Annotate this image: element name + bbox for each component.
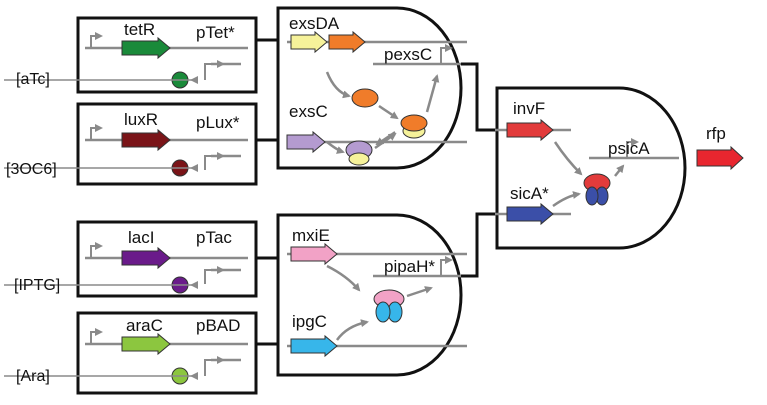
exsD-gene-arrow xyxy=(290,30,328,54)
ara-input-label: [Ara] xyxy=(16,368,50,385)
lac-sensor-box xyxy=(4,220,258,298)
exsC-gene-arrow xyxy=(286,130,326,154)
tet-promoter-arrow-2 xyxy=(204,60,225,80)
lac-promoter-arrow-2 xyxy=(204,266,225,284)
gate1-promoter-arrow xyxy=(440,44,453,64)
gate1-and-gate xyxy=(276,6,467,170)
lacI-gene-label: lacI xyxy=(128,228,154,247)
pexsC-promoter-label: pexsC xyxy=(384,45,432,64)
tetR-gene-label: tetR xyxy=(124,20,155,39)
invF-gene-label: invF xyxy=(513,99,545,118)
gate1-output-connector xyxy=(461,62,497,132)
gate2-and-gate xyxy=(276,213,467,377)
pBAD-promoter-label: pBAD xyxy=(196,316,240,335)
exsA-protein-complex xyxy=(400,114,428,132)
luxR-gene-label: luxR xyxy=(124,110,158,129)
gate2-flow-ipgC xyxy=(335,319,369,341)
mxiE-gene-arrow xyxy=(290,242,338,266)
rfp-output-label: rfp xyxy=(706,124,726,143)
lux-promoter-arrow-2 xyxy=(204,152,225,170)
sicA-protein-right xyxy=(585,186,599,206)
bad-sensor-frame xyxy=(76,311,258,395)
lac-promoter-arrow-1 xyxy=(90,242,103,258)
pTac-promoter-label: pTac xyxy=(196,228,232,247)
lacI-gene-arrow xyxy=(121,246,171,270)
bad-promoter-arrow-2 xyxy=(204,356,225,376)
pipaH-promoter-label: pipaH* xyxy=(384,257,435,276)
gate2-promoter-arrow xyxy=(440,256,453,276)
araC-gene-arrow xyxy=(121,332,171,356)
iptg-input-label: [IPTG] xyxy=(14,277,60,294)
gate3-and-gate xyxy=(495,86,687,250)
gate2-flow-mxiE xyxy=(326,264,361,292)
gate1-flow-exsC xyxy=(326,141,345,154)
mxiE-gene-label: mxiE xyxy=(292,226,330,245)
gate1-flow-activate xyxy=(425,74,440,113)
exsA-protein xyxy=(351,88,379,108)
sicA-gene-arrow xyxy=(506,202,554,226)
tetR-gene-arrow xyxy=(121,36,171,60)
invF-gene-arrow xyxy=(506,118,554,142)
ooc-input-label: [3OC6] xyxy=(6,161,57,178)
rfp-output-arrow xyxy=(696,145,744,171)
gate1-flow-complex xyxy=(378,104,399,120)
gate-to-gate3-connectors xyxy=(461,62,497,278)
gate1-flow-release xyxy=(375,131,396,146)
lux-sensor-frame xyxy=(76,102,258,186)
lux-sensor-box xyxy=(4,102,258,186)
tet-promoter-arrow-1 xyxy=(90,32,103,48)
gate3-flow-activate xyxy=(614,164,625,177)
araC-gene-label: araC xyxy=(126,316,163,335)
ipgC-gene-label: ipgC xyxy=(292,312,327,331)
pLux-promoter-label: pLux* xyxy=(196,113,240,132)
gate2-output-connector xyxy=(461,212,497,278)
gate1-flow-exsA xyxy=(325,71,351,99)
sensor-to-gate-connectors xyxy=(256,38,278,346)
sicA-gene-label: sicA* xyxy=(510,184,549,203)
ipgC-gene-arrow xyxy=(290,334,338,358)
exsD-protein xyxy=(348,152,370,166)
exsC-gene-label: exsC xyxy=(289,102,328,121)
psicA-promoter-label: psicA xyxy=(608,139,650,158)
ipgC-protein-right xyxy=(375,301,391,323)
exsA-gene-arrow xyxy=(328,30,366,54)
bad-promoter-arrow-1 xyxy=(90,328,103,344)
luxR-gene-arrow xyxy=(121,128,171,152)
bad-sensor-box xyxy=(4,311,258,395)
gate2-flow-activate xyxy=(406,286,433,298)
lux-promoter-arrow-1 xyxy=(90,124,103,140)
pTet-promoter-label: pTet* xyxy=(196,23,235,42)
exsDA-gene-label: exsDA xyxy=(289,14,340,33)
gate3-promoter-arrow xyxy=(626,138,639,158)
atc-input-label: [aTc] xyxy=(16,71,50,88)
gate3-flow-sicA xyxy=(552,191,581,208)
gate3-flow-invF xyxy=(553,141,583,176)
tet-sensor-box xyxy=(4,16,258,94)
gate1-flow-bind xyxy=(374,132,397,150)
